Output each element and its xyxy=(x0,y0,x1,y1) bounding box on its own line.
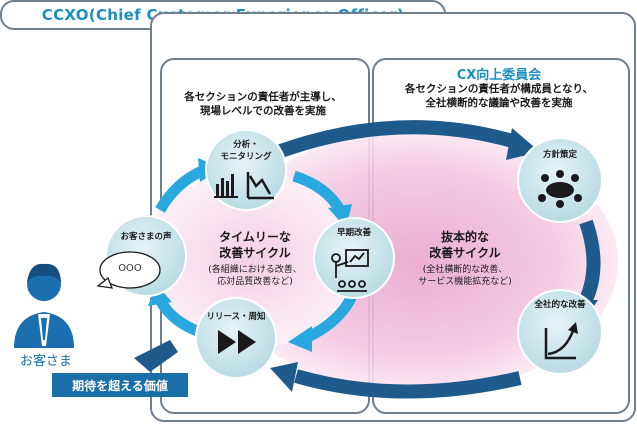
fast-forward-icon xyxy=(218,330,256,354)
presenter-icon xyxy=(331,249,369,292)
right-panel-desc-2: 全社横断的な議論や改善を実施 xyxy=(425,97,573,109)
value-badge: 期待を超える価値 xyxy=(52,373,188,397)
customer-label: お客さま xyxy=(19,354,72,369)
outer-cycle-sub-1: (全社横断的な改善、 xyxy=(422,265,508,275)
inner-arrow-early-to-release xyxy=(303,293,357,343)
outer-cycle-sub-2: サービス機能拡充など) xyxy=(418,277,512,287)
outer-arrow-right xyxy=(577,219,601,308)
inner-cycle-sub-2: 応対品質改善など) xyxy=(217,277,293,287)
speech-bubble-text: OOO xyxy=(118,263,142,274)
node-policy-label: 方針策定 xyxy=(542,150,577,160)
outer-arrow-bottom xyxy=(294,369,522,399)
outer-cycle-title-2: 改善サイクル xyxy=(429,246,501,260)
node-company-label: 全社的な改善 xyxy=(534,300,586,310)
bar-chart-icon xyxy=(214,174,238,198)
node-early-label: 早期改善 xyxy=(336,228,371,238)
customer-icon xyxy=(14,263,74,348)
inner-cycle-title-1: タイムリーな xyxy=(219,230,291,244)
outer-arrow-top xyxy=(275,120,518,159)
right-panel-desc-1: 各セクションの責任者が構成員となり、 xyxy=(404,83,594,95)
node-voice-label: お客さまの声 xyxy=(120,232,172,242)
trend-chart-icon xyxy=(246,172,274,200)
meeting-icon xyxy=(538,170,582,208)
growth-chart-icon xyxy=(544,322,578,360)
node-company xyxy=(517,289,603,375)
speech-bubble-shape xyxy=(99,251,161,289)
inner-cycle-area xyxy=(140,172,364,348)
left-panel-desc-2: 現場レベルでの改善を実施 xyxy=(200,105,326,117)
node-policy xyxy=(517,137,603,223)
right-panel-heading: CX向上委員会 xyxy=(456,68,542,83)
outer-arrow-bottom-head xyxy=(270,362,298,392)
inner-arrow-analysis-to-early xyxy=(292,170,345,213)
left-panel-desc-1: 各セクションの責任者が主導し、 xyxy=(184,91,342,103)
outer-cycle-title-1: 抜本的な xyxy=(440,230,489,244)
inner-cycle-title-2: 改善サイクル xyxy=(219,246,291,260)
release-to-customer-arrow xyxy=(134,340,178,372)
node-release-label: リリース・周知 xyxy=(206,312,266,322)
node-analysis-label-2: モニタリング xyxy=(220,152,272,162)
node-release xyxy=(195,297,277,379)
inner-cycle-sub-1: (各組織における改善、 xyxy=(208,265,302,275)
node-analysis-label-1: 分析・ xyxy=(233,140,259,150)
